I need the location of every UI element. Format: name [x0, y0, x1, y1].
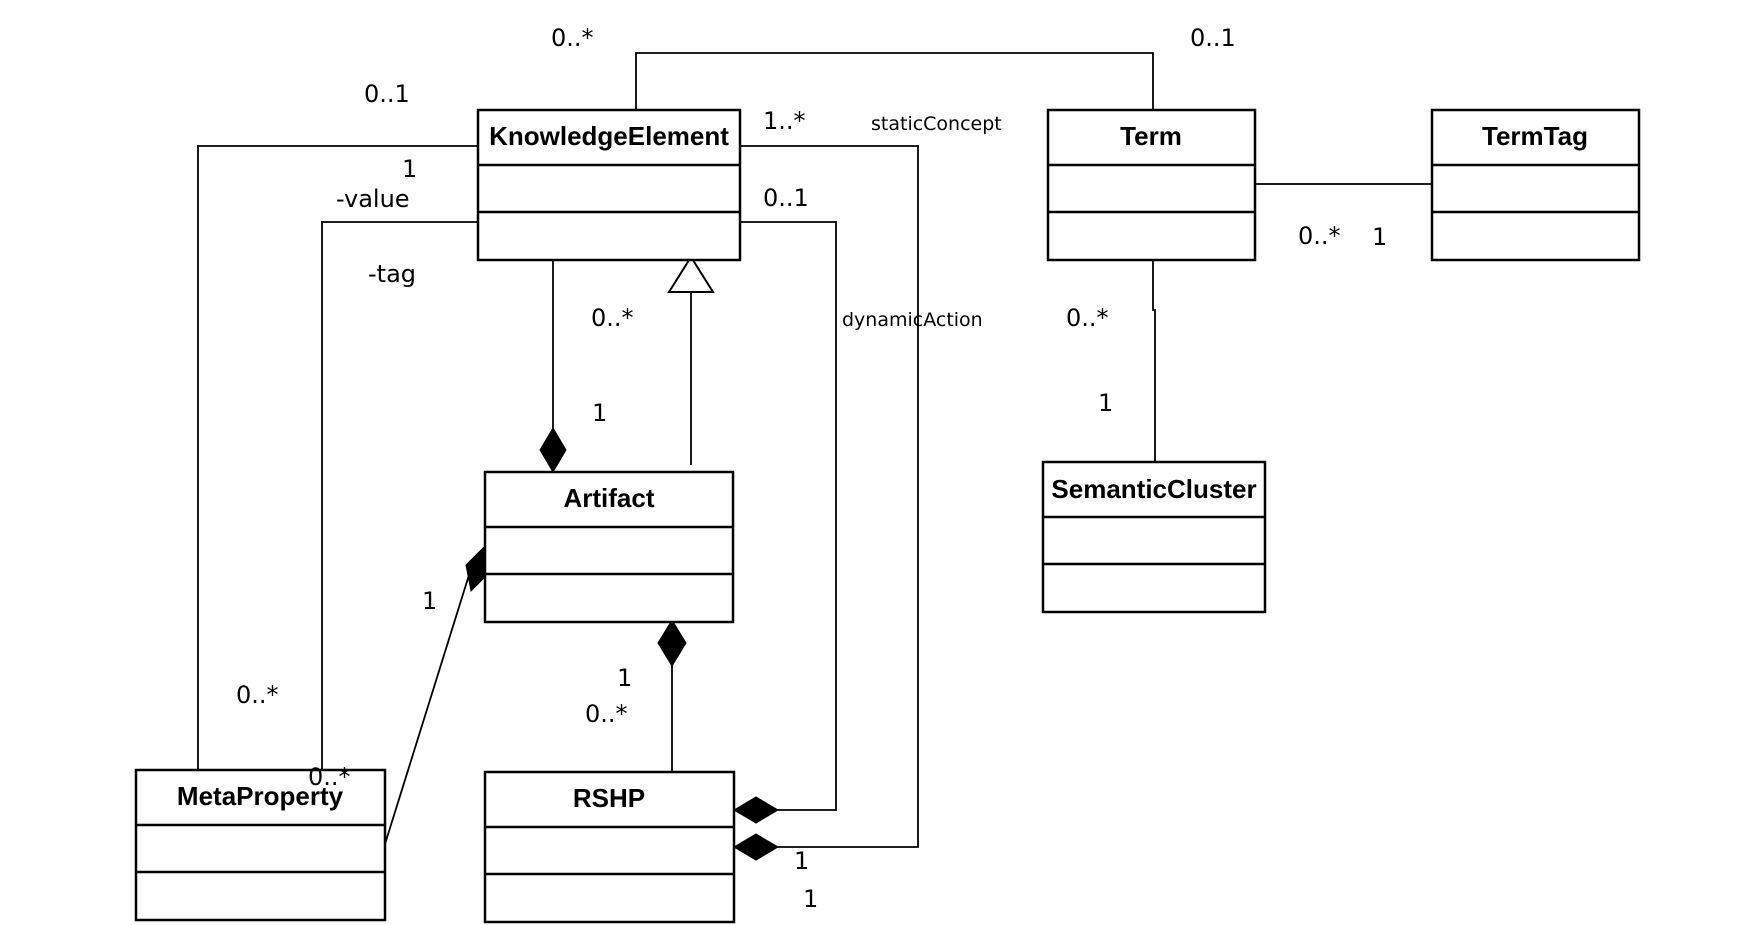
mult-ke-artifact-many: 0..*: [591, 304, 634, 332]
mult-rshp-dynamic-one: 1: [794, 847, 809, 875]
mult-meta-tag-many: 0..*: [308, 763, 351, 791]
mult-term-ke-one: 0..1: [1190, 24, 1236, 52]
mult-term-ke-many: 0..*: [551, 24, 594, 52]
class-rshp[interactable]: RSHP: [483, 770, 736, 924]
class-artifact[interactable]: Artifact: [483, 470, 735, 624]
generalization-triangle: [667, 255, 715, 293]
class-semantic-cluster[interactable]: SemanticCluster: [1041, 460, 1267, 614]
composition-diamond-rshp-static: [733, 833, 779, 861]
mult-rshp-static-one: 1: [803, 885, 818, 913]
mult-ke-artifact-one: 1: [592, 399, 607, 427]
class-artifact-name: Artifact: [563, 483, 654, 513]
class-term-tag[interactable]: TermTag: [1430, 108, 1641, 262]
class-term-name: Term: [1120, 121, 1182, 151]
mult-artifact-rshp-one: 1: [617, 664, 632, 692]
class-term-tag-name: TermTag: [1482, 121, 1588, 151]
mult-meta-value-many: 0..*: [236, 681, 279, 709]
composition-diamond-artifact-rshp: [657, 619, 687, 667]
class-term[interactable]: Term: [1046, 108, 1257, 262]
mult-static-concept: 1..*: [763, 107, 806, 135]
mult-term-cluster-one: 1: [1098, 389, 1113, 417]
class-knowledge-element-name: KnowledgeElement: [489, 121, 729, 151]
class-rshp-name: RSHP: [573, 783, 645, 813]
class-meta-property[interactable]: MetaProperty: [134, 768, 387, 922]
mult-term-termtag-many: 0..*: [1298, 222, 1341, 250]
composition-diamond-ke-artifact: [539, 427, 567, 473]
class-knowledge-element[interactable]: KnowledgeElement: [476, 108, 742, 262]
edge-dynamic-action: [740, 221, 837, 811]
mult-ke-meta-right: 1: [402, 155, 417, 183]
mult-ke-meta-left: 0..1: [364, 80, 410, 108]
mult-term-cluster-many: 0..*: [1066, 304, 1109, 332]
mult-artifact-rshp-many: 0..*: [585, 700, 628, 728]
edge-term-semanticcluster: [1152, 260, 1156, 462]
edge-static-concept: [740, 145, 919, 848]
class-semantic-cluster-name: SemanticCluster: [1051, 474, 1256, 504]
edge-ke-metaproperty-left: [197, 145, 478, 770]
mult-artifact-meta-one: 1: [422, 587, 437, 615]
role-static-concept: staticConcept: [871, 113, 1002, 135]
composition-diamond-rshp-dynamic: [733, 796, 779, 824]
mult-dynamic-action: 0..1: [763, 184, 809, 212]
role-tag: -tag: [368, 260, 416, 288]
edge-artifact-metaproperty: [384, 574, 470, 845]
role-value: -value: [336, 185, 410, 213]
edge-ke-term: [635, 52, 1154, 110]
mult-term-termtag-one: 1: [1372, 223, 1387, 251]
class-meta-property-name: MetaProperty: [177, 781, 344, 811]
edge-ke-metaproperty-tag: [321, 221, 478, 770]
role-dynamic-action: dynamicAction: [842, 309, 983, 331]
